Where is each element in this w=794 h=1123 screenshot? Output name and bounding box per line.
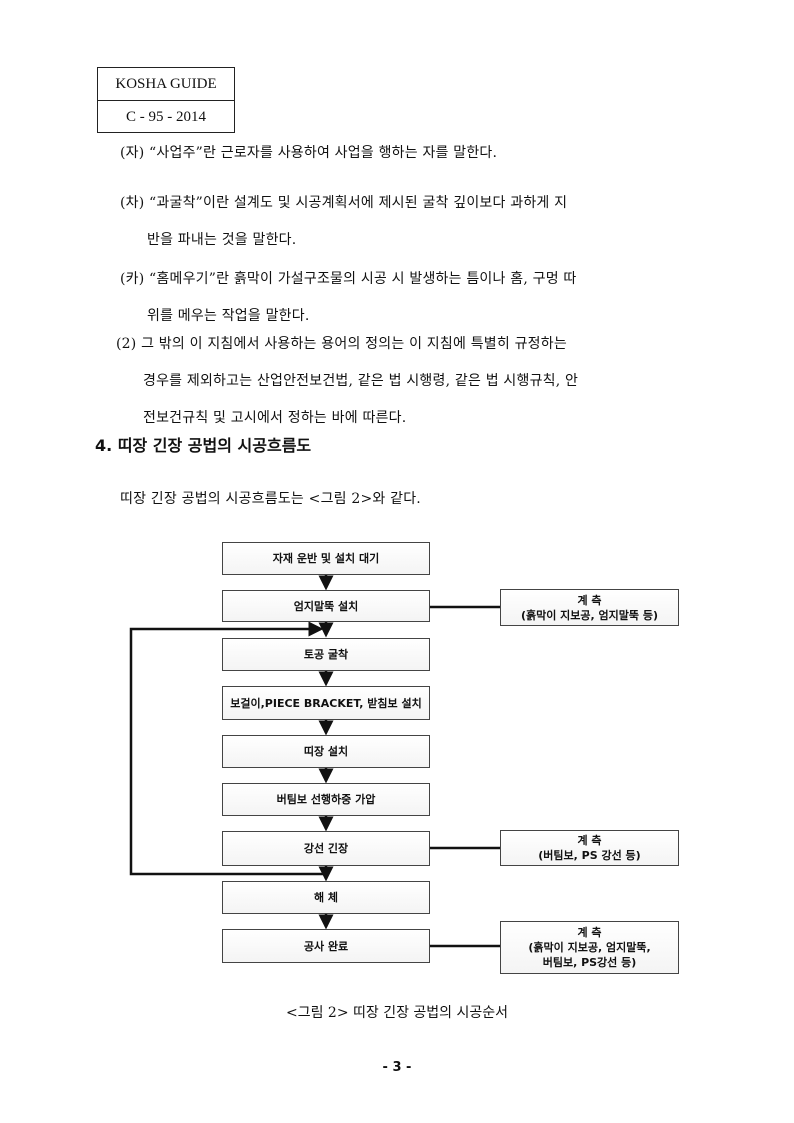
note-detail: (흙막이 지보공, 엄지말뚝, (528, 941, 651, 954)
paragraph-ka: (카) “홈메우기”란 흙막이 가설구조물의 시공 시 발생하는 틈이나 홈, … (120, 261, 577, 335)
document-code-box: KOSHA GUIDE C - 95 - 2014 (97, 67, 235, 133)
paragraph-line: (차) “과굴착”이란 설계도 및 시공계획서에 제시된 굴착 깊이보다 과하게… (120, 195, 568, 211)
paragraph-line: (자) “사업주”란 근로자를 사용하여 사업을 행하는 자를 말한다. (120, 145, 498, 161)
step-strut-preload: 버팀보 선행하중 가압 (222, 783, 430, 816)
note-detail: 버팀보, PS강선 등) (542, 956, 637, 969)
step-h-pile-install: 엄지말뚝 설치 (222, 590, 430, 622)
note-title: 계 측 (577, 593, 602, 607)
note-measurement-3: 계 측 (흙막이 지보공, 엄지말뚝, 버팀보, PS강선 등) (500, 921, 679, 974)
note-title: 계 측 (577, 834, 602, 847)
page-number: - 3 - (382, 1060, 412, 1075)
note-detail: (흙막이 지보공, 엄지말뚝 등) (520, 608, 659, 622)
guide-name: KOSHA GUIDE (115, 76, 217, 92)
paragraph-line: (2) 그 밖의 이 지침에서 사용하는 용어의 정의는 이 지침에 특별히 규… (116, 336, 567, 352)
step-excavation: 토공 굴착 (222, 638, 430, 671)
step-wale-install: 띠장 설치 (222, 735, 430, 768)
paragraph-cha: (차) “과굴착”이란 설계도 및 시공계획서에 제시된 굴착 깊이보다 과하게… (120, 185, 567, 259)
paragraph-line: 전보건규칙 및 고시에서 정하는 바에 따른다. (143, 410, 407, 426)
step-bracket-install: 보걸이,PIECE BRACKET, 받침보 설치 (222, 686, 430, 720)
note-title: 계 측 (577, 926, 602, 939)
step-material-transport: 자재 운반 및 설치 대기 (222, 542, 430, 575)
paragraph-line: (카) “홈메우기”란 흙막이 가설구조물의 시공 시 발생하는 틈이나 홈, … (120, 271, 577, 287)
section-intro: 띠장 긴장 공법의 시공흐름도는 <그림 2>와 같다. (120, 491, 421, 507)
paragraph-line: 반을 파내는 것을 말한다. (147, 232, 297, 248)
paragraph-line: 위를 메우는 작업을 말한다. (147, 308, 310, 324)
note-detail: (버팀보, PS 강선 등) (538, 849, 641, 862)
note-measurement-1: 계 측 (흙막이 지보공, 엄지말뚝 등) (500, 589, 679, 626)
note-measurement-2: 계 측 (버팀보, PS 강선 등) (500, 830, 679, 866)
paragraph-2: (2) 그 밖의 이 지침에서 사용하는 용어의 정의는 이 지침에 특별히 규… (116, 326, 578, 437)
step-strand-tension: 강선 긴장 (222, 831, 430, 866)
paragraph-line: 경우를 제외하고는 산업안전보건법, 같은 법 시행령, 같은 법 시행규칙, … (143, 373, 579, 389)
step-completion: 공사 완료 (222, 929, 430, 963)
figure-caption: <그림 2> 띠장 긴장 공법의 시공순서 (285, 1005, 509, 1021)
section-title: 4. 띠장 긴장 공법의 시공흐름도 (95, 436, 312, 455)
loop-back-arrow (129, 621, 324, 876)
guide-code: C - 95 - 2014 (98, 100, 234, 133)
paragraph-ja: (자) “사업주”란 근로자를 사용하여 사업을 행하는 자를 말한다. (120, 135, 497, 172)
step-dismantle: 해 체 (222, 881, 430, 914)
